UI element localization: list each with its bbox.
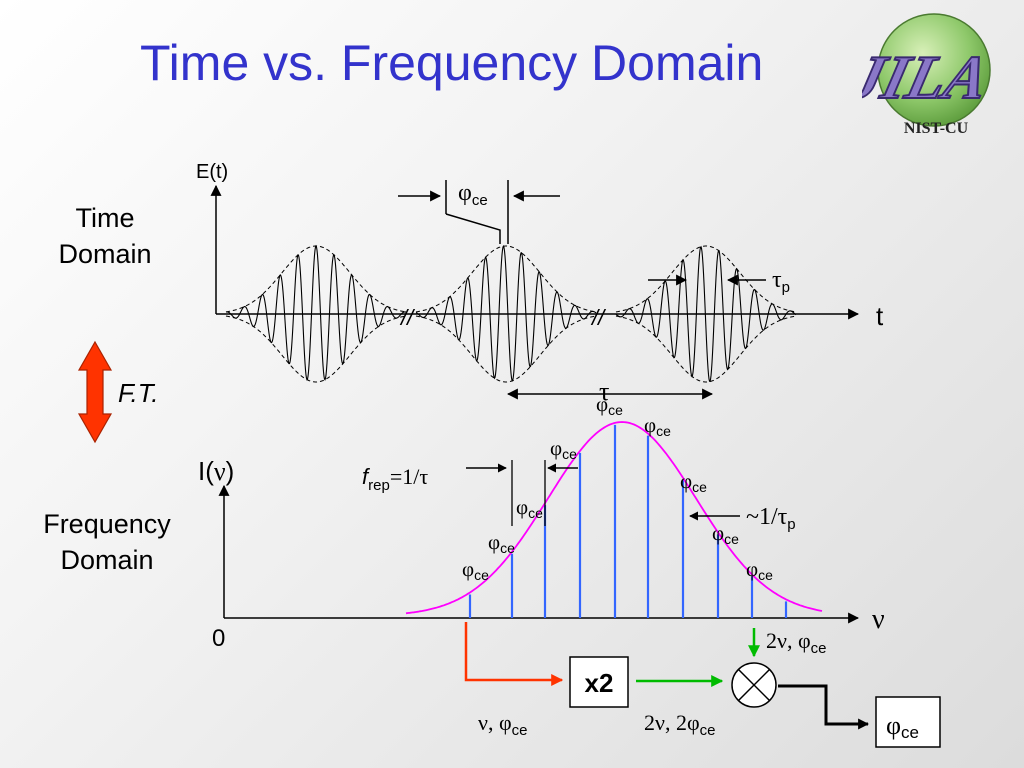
fourier-transform-label: F.T. (118, 378, 159, 408)
freq-y-label: I(ν) (198, 456, 234, 486)
pulse-carrier (415, 244, 597, 382)
phase-label-6: φce (644, 413, 671, 439)
tau-label: τ (599, 377, 609, 406)
frep-label: frep=1/τ (362, 464, 428, 494)
phase-label-3: φce (516, 495, 543, 521)
output-label: φce (886, 711, 919, 742)
taup-label: τp (772, 267, 790, 296)
axis-break-1: // (399, 305, 415, 330)
time-y-label: E(t) (196, 161, 228, 183)
pulse-carrier (225, 244, 407, 381)
logo-globe (877, 13, 991, 127)
f-to-2f-interferometer: x2 φce ν, φce 2ν, 2φce 2ν, φce (464, 622, 941, 748)
pulse-carrier (615, 245, 797, 383)
pulse-1 (225, 244, 407, 383)
pulse-envelope-bottom (415, 315, 597, 383)
time-domain-label: Time Domain (58, 203, 152, 269)
pulse-2 (415, 244, 597, 383)
time-x-label: t (876, 301, 884, 331)
comb-lines (468, 424, 788, 618)
phase-label-2: φce (488, 530, 515, 556)
phase-label-4: φce (550, 436, 577, 462)
phase-label-time: φce (458, 180, 488, 209)
axis-break-2: // (590, 305, 606, 330)
frequency-domain-plot: I(ν) ν 0 frep=1/τ ~1/τp φceφceφceφceφceφ… (198, 392, 885, 652)
linewidth-label: ~1/τp (746, 504, 796, 533)
input-arrow (464, 622, 564, 686)
jila-logo: JILA NIST-CU (862, 13, 997, 137)
comb-2nu-label: 2ν, φce (766, 628, 827, 657)
doubler-box (569, 656, 629, 708)
spectral-envelope (405, 421, 823, 615)
freq-origin-label: 0 (212, 625, 225, 652)
freq-x-label: ν (872, 604, 885, 635)
ft-double-arrow (77, 340, 113, 444)
pulse-envelope-top (615, 245, 797, 313)
phase-pointer (445, 213, 501, 244)
phase-label-1: φce (462, 557, 489, 583)
frequency-domain-label: Frequency Domain (43, 509, 171, 575)
phase-label-5: φce (596, 392, 623, 418)
phase-label-9: φce (746, 557, 773, 583)
logo-jila-text: JILA (862, 43, 996, 112)
phase-label-7: φce (680, 469, 707, 495)
doubled-freq-label: 2ν, 2φce (644, 710, 716, 739)
pulse-envelope-top (225, 245, 407, 313)
page-title: Time vs. Frequency Domain (140, 35, 764, 91)
output-arrow (778, 684, 870, 730)
input-freq-label: ν, φce (478, 710, 528, 739)
output-box (875, 696, 941, 748)
logo-nist-cu-text: NIST-CU (904, 120, 969, 137)
pulse-train (225, 244, 797, 383)
doubler-label: x2 (585, 668, 614, 698)
pulse-envelope-bottom (615, 315, 797, 383)
pulse-envelope-top (415, 245, 597, 313)
time-domain-plot: E(t) t // // φce τp τ (196, 161, 884, 406)
pulse-envelope-bottom (225, 315, 407, 383)
phase-label-8: φce (712, 521, 739, 547)
pulse-3 (615, 245, 797, 383)
